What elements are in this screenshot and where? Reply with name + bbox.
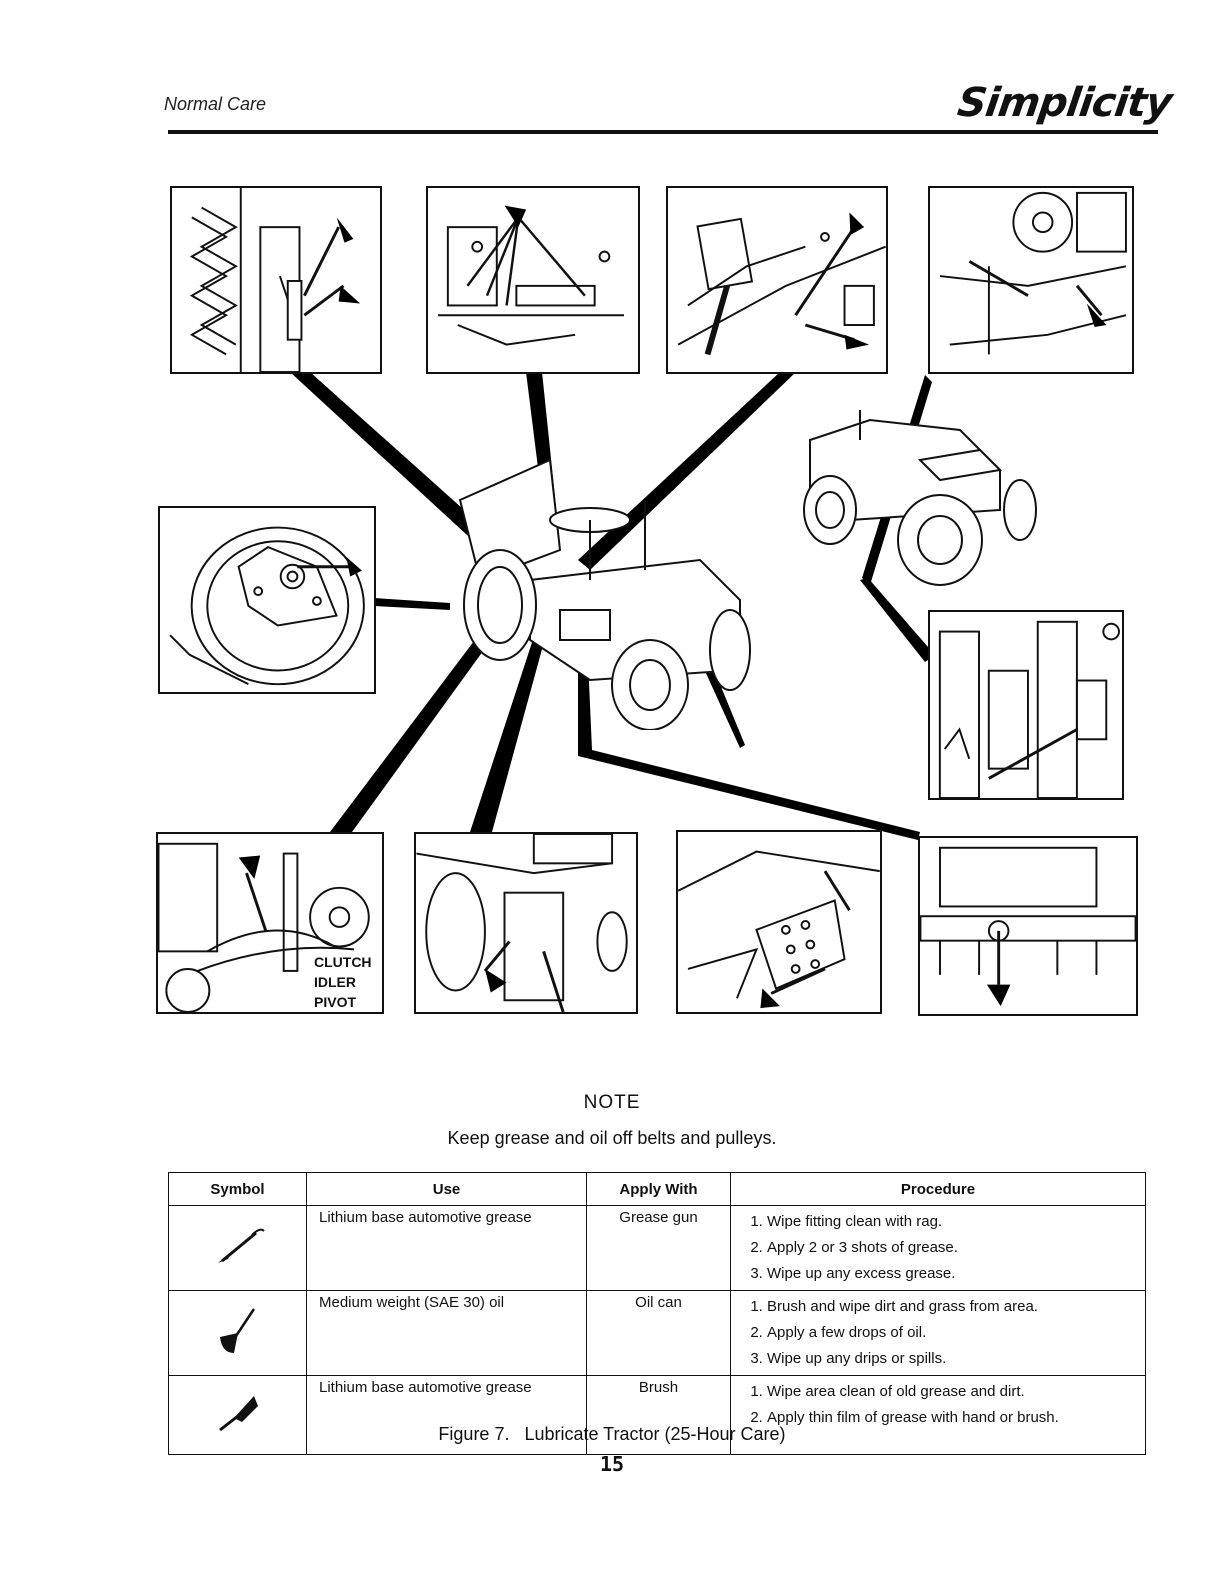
header-symbol: Symbol bbox=[168, 1172, 307, 1206]
note-title: NOTE bbox=[583, 1092, 641, 1113]
clutch-idler-illustration bbox=[158, 842, 370, 1012]
table-row: Lithium base automotive grease Grease gu… bbox=[168, 1205, 1146, 1291]
procedure-step: Wipe up any drips or spills. bbox=[767, 1346, 1133, 1372]
detail-panel-3 bbox=[666, 186, 888, 374]
leader-line-3 bbox=[578, 372, 796, 570]
hitch-bracket-illustration bbox=[678, 850, 880, 1009]
spindle-pulley-illustration bbox=[416, 834, 628, 1012]
header-procedure: Procedure bbox=[730, 1172, 1146, 1206]
symbol-cell bbox=[168, 1290, 307, 1376]
axle-pivot-illustration bbox=[920, 846, 1136, 1007]
pulley-arm-illustration bbox=[939, 191, 1127, 355]
apply-with-cell: Grease gun bbox=[586, 1205, 731, 1291]
detail-panel-4 bbox=[928, 186, 1134, 374]
detail-panel-1 bbox=[170, 186, 382, 374]
detail-panel-2 bbox=[426, 186, 640, 374]
leader-line-5 bbox=[860, 578, 935, 662]
leader-line-7 bbox=[330, 596, 520, 832]
callout-line-1: CLUTCH bbox=[314, 954, 372, 970]
header-use: Use bbox=[306, 1172, 587, 1206]
wheel-hub-illustration bbox=[169, 526, 365, 686]
procedure-step: Brush and wipe dirt and grass from area. bbox=[767, 1294, 1133, 1320]
clutch-idler-pivot-label: CLUTCH IDLER PIVOT bbox=[314, 952, 372, 1012]
apply-with-cell: Brush bbox=[586, 1375, 731, 1455]
use-cell: Medium weight (SAE 30) oil bbox=[306, 1290, 587, 1376]
figure-caption: Figure 7. Lubricate Tractor (25-Hour Car… bbox=[438, 1424, 786, 1444]
leader-line-1 bbox=[290, 372, 520, 570]
procedure-step: Apply a few drops of oil. bbox=[767, 1320, 1133, 1346]
procedure-step: Wipe fitting clean with rag. bbox=[767, 1209, 1133, 1235]
procedure-cell: Wipe area clean of old grease and dirt. … bbox=[730, 1375, 1146, 1455]
procedure-step: Wipe area clean of old grease and dirt. bbox=[767, 1379, 1133, 1405]
tire-spring-illustration bbox=[189, 188, 361, 372]
detail-panel-6 bbox=[928, 610, 1124, 800]
leader-line-10 bbox=[700, 660, 745, 748]
detail-panel-5 bbox=[158, 506, 376, 694]
procedure-cell: Brush and wipe dirt and grass from area.… bbox=[730, 1290, 1146, 1376]
procedure-cell: Wipe fitting clean with rag. Apply 2 or … bbox=[730, 1205, 1146, 1291]
table-row: Lithium base automotive grease Brush Wip… bbox=[168, 1375, 1146, 1455]
leader-line-8 bbox=[470, 618, 550, 832]
apply-with-cell: Oil can bbox=[586, 1290, 731, 1376]
detail-panel-9 bbox=[676, 830, 882, 1014]
lubrication-table: Symbol Use Apply With Procedure Lithium … bbox=[168, 1172, 1146, 1455]
page-number: 15 bbox=[599, 1452, 625, 1476]
use-cell: Lithium base automotive grease bbox=[306, 1375, 587, 1455]
column-bracket-illustration bbox=[938, 620, 1120, 798]
tractor-front-illustration bbox=[458, 458, 751, 730]
steering-arm-illustration bbox=[677, 212, 886, 356]
detail-panel-8 bbox=[414, 832, 638, 1014]
header-apply-with: Apply With bbox=[586, 1172, 731, 1206]
detail-panel-10 bbox=[918, 836, 1138, 1016]
callout-line-3: PIVOT bbox=[314, 994, 357, 1010]
grease-gun-icon bbox=[217, 1228, 265, 1263]
leader-line-6 bbox=[374, 598, 450, 610]
note-text: Keep grease and oil off belts and pulley… bbox=[447, 1128, 777, 1148]
linkage-illustration bbox=[438, 205, 625, 346]
detail-panel-7: CLUTCH IDLER PIVOT bbox=[156, 832, 384, 1014]
callout-line-2: IDLER bbox=[314, 974, 356, 990]
tractor-rear-illustration bbox=[803, 410, 1037, 586]
procedure-step: Wipe up any excess grease. bbox=[767, 1261, 1133, 1287]
procedure-step: Apply thin film of grease with hand or b… bbox=[767, 1405, 1133, 1431]
oil-can-icon bbox=[219, 1308, 255, 1353]
use-cell: Lithium base automotive grease bbox=[306, 1205, 587, 1291]
procedure-step: Apply 2 or 3 shots of grease. bbox=[767, 1235, 1133, 1261]
section-title: Normal Care bbox=[164, 94, 267, 114]
table-header-row: Symbol Use Apply With Procedure bbox=[168, 1172, 1146, 1206]
symbol-cell bbox=[168, 1205, 307, 1291]
brush-icon bbox=[218, 1396, 258, 1432]
table-row: Medium weight (SAE 30) oil Oil can Brush… bbox=[168, 1290, 1146, 1376]
header-rule bbox=[168, 130, 1158, 134]
